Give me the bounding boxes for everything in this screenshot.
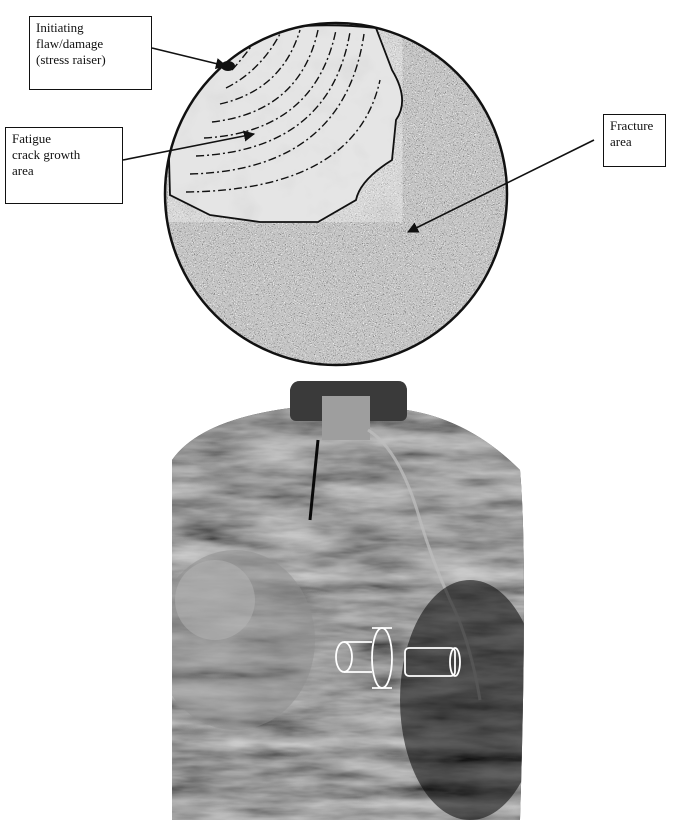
fracture-area-label: Fracture area (603, 114, 666, 167)
fatigue-crack-growth-label: Fatigue crack growth area (5, 127, 123, 204)
fractured-shaft-photo (155, 380, 540, 824)
initiating-flaw-label: Initiating flaw/damage (stress raiser) (29, 16, 152, 90)
initiating-arrow (152, 48, 226, 66)
